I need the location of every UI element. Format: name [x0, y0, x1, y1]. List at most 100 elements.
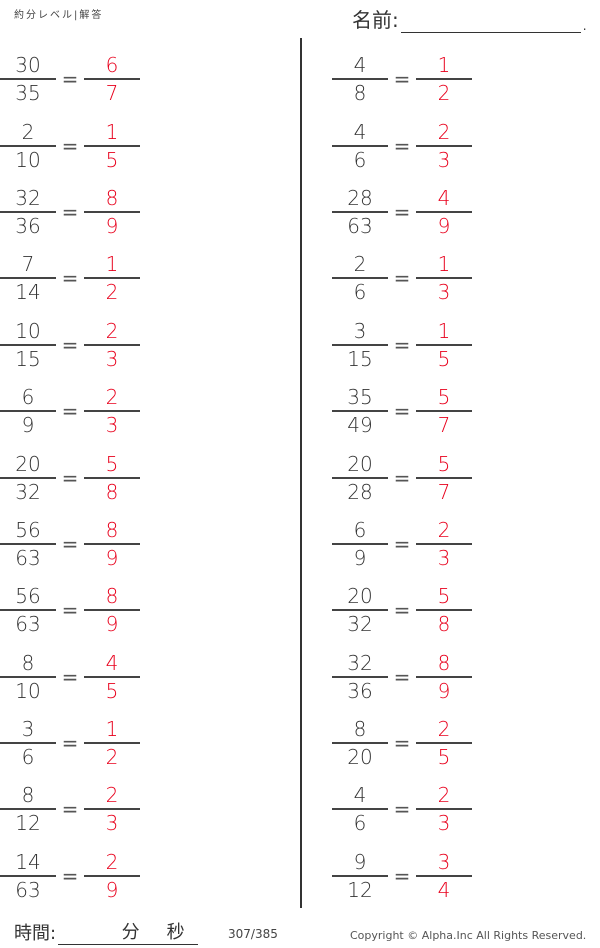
fraction-bar: [0, 874, 56, 877]
answer-numerator: 4: [105, 650, 119, 675]
answer-denominator: 5: [105, 678, 119, 703]
fraction-bar: [84, 343, 140, 346]
fraction-bar: [416, 542, 472, 545]
question-denominator: 14: [15, 280, 41, 305]
answer-numerator: 2: [437, 783, 451, 808]
fraction-bar: [84, 144, 140, 147]
answer-numerator: 2: [105, 318, 119, 343]
question-numerator: 35: [347, 385, 373, 410]
answer-numerator: 1: [105, 717, 119, 742]
answer-denominator: 5: [437, 745, 451, 770]
question-numerator: 30: [15, 53, 41, 78]
fraction-bar: [416, 675, 472, 678]
fraction-bar: [0, 144, 56, 147]
question-denominator: 32: [15, 479, 41, 504]
time-input-line[interactable]: 分 秒: [58, 918, 199, 945]
fraction-bar: [84, 277, 140, 280]
answer-numerator: 5: [437, 385, 451, 410]
column-divider: [300, 38, 302, 908]
question-denominator: 35: [15, 81, 41, 106]
worksheet-title: 約分レベル|解答: [14, 10, 104, 21]
answer-numerator: 2: [437, 119, 451, 144]
fraction-bar: [416, 874, 472, 877]
answer-numerator: 5: [437, 451, 451, 476]
question-denominator: 32: [347, 612, 373, 637]
answer-denominator: 9: [105, 545, 119, 570]
equals-sign: =: [393, 598, 411, 623]
question-numerator: 3: [353, 318, 367, 343]
answer-numerator: 1: [437, 53, 451, 78]
answer-denominator: 9: [105, 213, 119, 238]
fraction-bar: [416, 742, 472, 745]
answer-numerator: 8: [105, 584, 119, 609]
name-dot: .: [582, 19, 587, 33]
question-numerator: 32: [347, 650, 373, 675]
question-denominator: 63: [15, 545, 41, 570]
answer-denominator: 9: [437, 678, 451, 703]
fraction-bar: [84, 675, 140, 678]
question-numerator: 28: [347, 185, 373, 210]
equals-sign: =: [61, 399, 79, 424]
fraction-bar: [84, 609, 140, 612]
question-denominator: 9: [353, 545, 367, 570]
fraction-bar: [0, 675, 56, 678]
answer-numerator: 2: [105, 783, 119, 808]
equals-sign: =: [61, 465, 79, 490]
question-denominator: 8: [353, 81, 367, 106]
page-number: 307/385: [228, 927, 278, 941]
answer-numerator: 5: [437, 584, 451, 609]
answer-denominator: 3: [437, 147, 451, 172]
minutes-label: 分: [121, 922, 140, 943]
equals-sign: =: [61, 863, 79, 888]
equals-sign: =: [61, 199, 79, 224]
answer-denominator: 8: [105, 479, 119, 504]
answer-denominator: 9: [437, 213, 451, 238]
equals-sign: =: [393, 863, 411, 888]
name-input-line[interactable]: [400, 12, 581, 33]
question-denominator: 49: [347, 413, 373, 438]
answer-denominator: 4: [437, 877, 451, 902]
answer-denominator: 3: [105, 413, 119, 438]
fraction-bar: [84, 874, 140, 877]
question-numerator: 32: [15, 185, 41, 210]
equals-sign: =: [61, 664, 79, 689]
question-denominator: 63: [15, 612, 41, 637]
answer-denominator: 2: [105, 745, 119, 770]
question-denominator: 36: [15, 213, 41, 238]
question-denominator: 15: [15, 346, 41, 371]
answer-denominator: 2: [105, 280, 119, 305]
fraction-bar: [416, 609, 472, 612]
answer-numerator: 8: [105, 517, 119, 542]
question-numerator: 3: [21, 717, 35, 742]
fraction-bar: [332, 277, 388, 280]
fraction-bar: [84, 742, 140, 745]
